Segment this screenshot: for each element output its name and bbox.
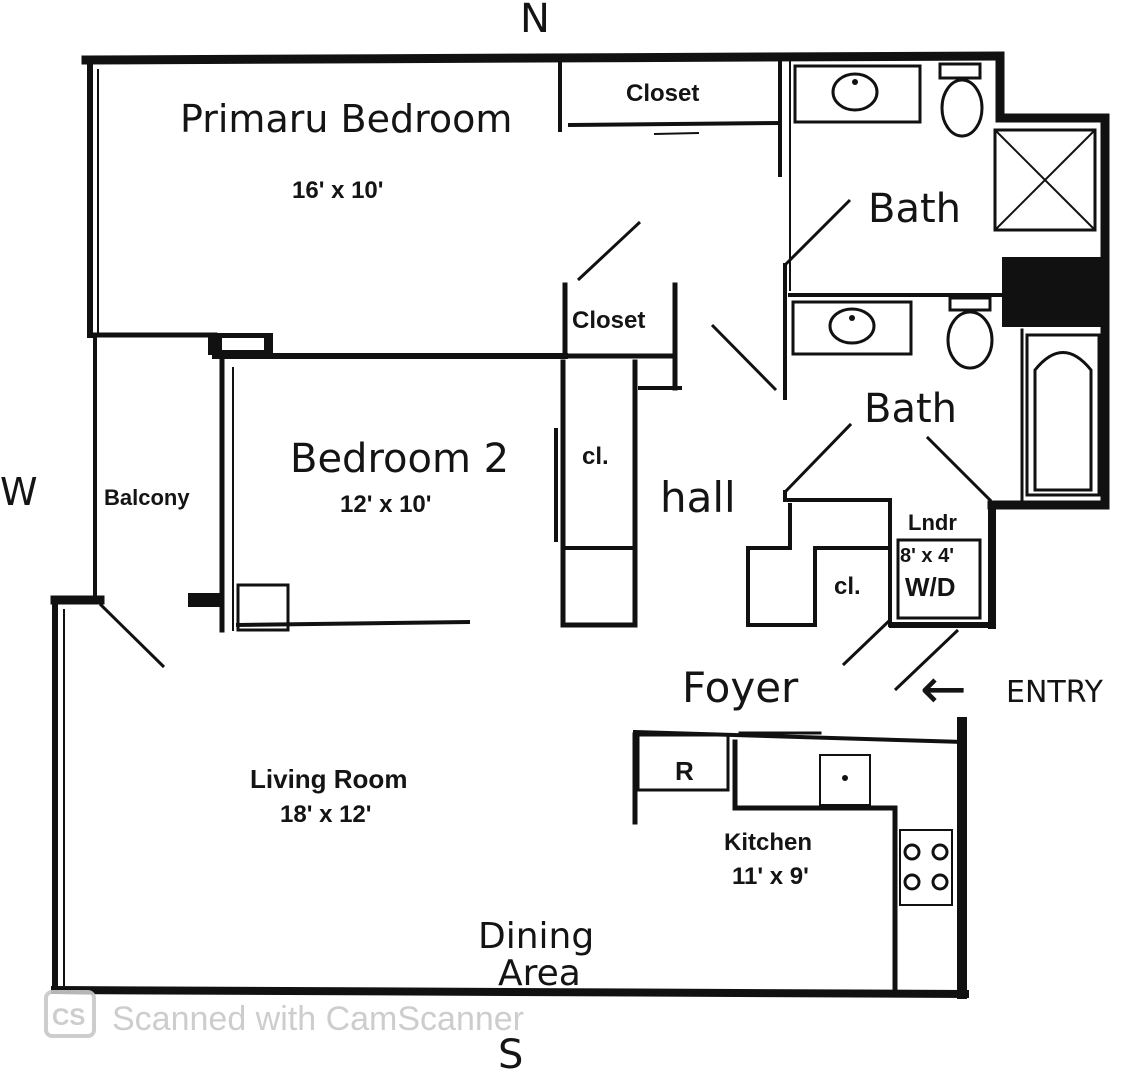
shower-icon xyxy=(993,128,1097,232)
dining-area-line-2: Area xyxy=(498,953,581,994)
washer-dryer-label: W/D xyxy=(905,572,956,602)
camscanner-badge: CS xyxy=(52,1004,85,1031)
dining-area-line-1: Dining xyxy=(478,916,594,957)
labels: N S W Primaru Bedroom 16' x 10' Closet C… xyxy=(0,0,1104,1078)
primary-bedroom-size: 16' x 10' xyxy=(292,177,384,204)
bedroom-2-name: Bedroom 2 xyxy=(290,436,509,482)
closet-cl-label-2: cl. xyxy=(834,573,861,600)
bath-2-label: Bath xyxy=(864,386,957,432)
laundry-size: 8' x 4' xyxy=(900,545,954,567)
balcony-label: Balcony xyxy=(104,485,190,510)
bathtub-icon xyxy=(1025,333,1101,497)
closet-cl-label-1: cl. xyxy=(582,443,609,470)
toilet-icon xyxy=(940,78,984,138)
interior-walls xyxy=(98,58,1102,995)
closet-mid-label: Closet xyxy=(572,307,645,334)
bedroom-2-size: 12' x 10' xyxy=(340,491,432,518)
sink-icon xyxy=(793,64,922,124)
kitchen-name: Kitchen xyxy=(724,829,812,856)
refrigerator-label: R xyxy=(675,756,694,786)
compass-west: W xyxy=(0,470,38,514)
closet-top-label: Closet xyxy=(626,80,699,107)
compass-south: S xyxy=(498,1032,523,1078)
stove-icon xyxy=(903,843,949,891)
entry-label: ENTRY xyxy=(1006,675,1104,710)
outer-walls xyxy=(50,51,1110,999)
camscanner-text: Scanned with CamScanner xyxy=(112,1000,524,1038)
primary-bedroom-name: Primaru Bedroom xyxy=(180,97,512,141)
kitchen-size: 11' x 9' xyxy=(732,863,809,890)
entry-arrow: ← xyxy=(920,657,967,722)
hall-label: hall xyxy=(660,473,736,522)
fixtures xyxy=(791,62,1101,891)
living-room-name: Living Room xyxy=(250,764,407,794)
camscanner-watermark: CS Scanned with CamScanner xyxy=(44,990,524,1038)
foyer-label: Foyer xyxy=(682,663,799,712)
laundry-name: Lndr xyxy=(908,510,957,535)
bath-1-label: Bath xyxy=(868,186,961,232)
compass-north: N xyxy=(520,0,550,42)
camscanner-logo-icon xyxy=(44,990,96,1038)
living-room-size: 18' x 12' xyxy=(280,801,372,828)
